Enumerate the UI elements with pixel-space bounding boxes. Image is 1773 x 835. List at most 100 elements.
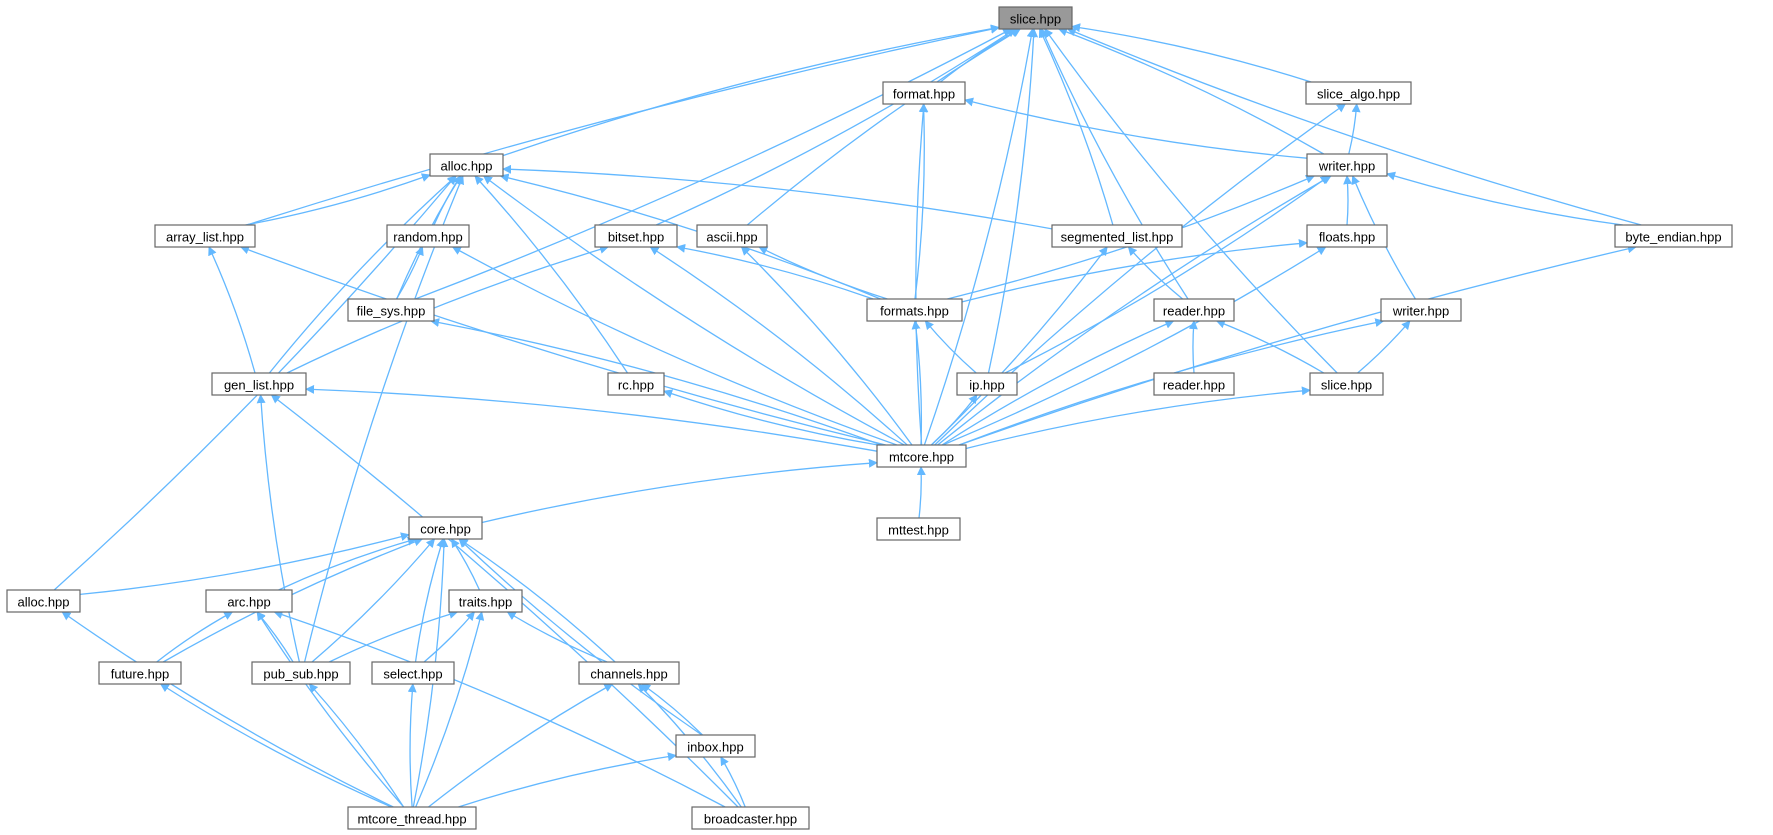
node-label-reader_mid: reader.hpp — [1163, 378, 1225, 393]
node-box-ip[interactable] — [956, 372, 1018, 396]
node-future[interactable]: future.hpp — [98, 661, 182, 685]
node-box-bitset[interactable] — [594, 224, 678, 248]
node-gen_list[interactable]: gen_list.hpp — [211, 372, 307, 396]
edge-slice_mid-to-writer_mid — [1357, 320, 1411, 374]
node-box-reader_top[interactable] — [1153, 298, 1235, 322]
node-box-segmented_list[interactable] — [1051, 224, 1183, 248]
node-ascii[interactable]: ascii.hpp — [696, 224, 768, 248]
node-box-select[interactable] — [371, 661, 455, 685]
edge-mtcore-to-random — [451, 246, 898, 446]
node-box-inbox[interactable] — [675, 734, 756, 758]
node-slice_mid[interactable]: slice.hpp — [1309, 372, 1384, 396]
edge-mtcore-to-byte_endian — [958, 244, 1637, 446]
node-box-mttest[interactable] — [876, 517, 961, 541]
node-label-slice_mid: slice.hpp — [1321, 378, 1372, 393]
node-box-writer_top[interactable] — [1306, 153, 1388, 177]
node-label-formats: formats.hpp — [880, 304, 949, 319]
node-box-floats[interactable] — [1306, 224, 1388, 248]
edge-writer_top-to-format — [964, 97, 1308, 159]
edge-alloc_top-to-slice_top — [502, 24, 1000, 157]
node-box-broadcaster[interactable] — [691, 806, 810, 830]
node-writer_mid[interactable]: writer.hpp — [1380, 298, 1462, 322]
edge-channels-to-traits — [506, 611, 608, 663]
node-box-slice_mid[interactable] — [1309, 372, 1384, 396]
edge-mtcore_thread-to-traits — [415, 611, 485, 808]
node-label-slice_algo: slice_algo.hpp — [1317, 87, 1400, 102]
node-box-gen_list[interactable] — [211, 372, 307, 396]
node-box-ascii[interactable] — [696, 224, 768, 248]
node-label-array_list: array_list.hpp — [166, 230, 244, 245]
node-box-byte_endian[interactable] — [1614, 224, 1733, 248]
edge-ip-to-slice_top — [987, 28, 1039, 374]
node-slice_algo[interactable]: slice_algo.hpp — [1305, 81, 1412, 105]
node-file_sys[interactable]: file_sys.hpp — [347, 298, 435, 322]
node-box-mtcore[interactable] — [876, 444, 967, 468]
node-label-writer_mid: writer.hpp — [1392, 304, 1449, 319]
node-label-mtcore_thread: mtcore_thread.hpp — [357, 812, 466, 827]
node-segmented_list[interactable]: segmented_list.hpp — [1051, 224, 1183, 248]
node-label-alloc_top: alloc.hpp — [440, 159, 492, 174]
node-formats[interactable]: formats.hpp — [866, 298, 963, 322]
node-box-formats[interactable] — [866, 298, 963, 322]
edge-slice_mid-to-slice_top — [1044, 28, 1338, 374]
node-label-floats: floats.hpp — [1319, 230, 1375, 245]
node-alloc_low[interactable]: alloc.hpp — [6, 589, 81, 613]
node-mttest[interactable]: mttest.hpp — [876, 517, 961, 541]
edge-mttest-to-mtcore — [916, 466, 926, 519]
node-label-traits: traits.hpp — [459, 595, 512, 610]
node-ip[interactable]: ip.hpp — [956, 372, 1018, 396]
node-box-alloc_top[interactable] — [429, 153, 504, 177]
node-box-array_list[interactable] — [154, 224, 256, 248]
node-broadcaster[interactable]: broadcaster.hpp — [691, 806, 810, 830]
node-label-segmented_list: segmented_list.hpp — [1061, 230, 1174, 245]
edge-slice_mid-to-reader_top — [1215, 319, 1325, 374]
node-reader_mid[interactable]: reader.hpp — [1153, 372, 1235, 396]
node-byte_endian[interactable]: byte_endian.hpp — [1614, 224, 1733, 248]
node-box-pub_sub[interactable] — [251, 661, 351, 685]
node-box-slice_algo[interactable] — [1305, 81, 1412, 105]
node-select[interactable]: select.hpp — [371, 661, 455, 685]
node-array_list[interactable]: array_list.hpp — [154, 224, 256, 248]
edge-bitset-to-slice_top — [655, 28, 1017, 226]
node-box-writer_mid[interactable] — [1380, 298, 1462, 322]
node-arc[interactable]: arc.hpp — [205, 589, 293, 613]
node-mtcore[interactable]: mtcore.hpp — [876, 444, 967, 468]
edge-arc-to-core — [278, 536, 417, 591]
node-box-channels[interactable] — [578, 661, 680, 685]
edge-pub_sub-to-alloc_top — [303, 175, 464, 663]
node-box-mtcore_thread[interactable] — [347, 806, 477, 830]
node-box-traits[interactable] — [448, 589, 523, 613]
node-rc[interactable]: rc.hpp — [607, 372, 665, 396]
node-random[interactable]: random.hpp — [386, 224, 470, 248]
node-box-format[interactable] — [882, 81, 966, 105]
node-inbox[interactable]: inbox.hpp — [675, 734, 756, 758]
node-bitset[interactable]: bitset.hpp — [594, 224, 678, 248]
node-writer_top[interactable]: writer.hpp — [1306, 153, 1388, 177]
node-slice_top[interactable]: slice.hpp — [998, 6, 1073, 30]
node-box-arc[interactable] — [205, 589, 293, 613]
node-box-core[interactable] — [408, 516, 483, 540]
node-box-random[interactable] — [386, 224, 470, 248]
edge-inbox-to-channels — [641, 683, 703, 736]
node-format[interactable]: format.hpp — [882, 81, 966, 105]
node-traits[interactable]: traits.hpp — [448, 589, 523, 613]
edge-floats-to-writer_top — [1343, 175, 1353, 226]
node-mtcore_thread[interactable]: mtcore_thread.hpp — [347, 806, 477, 830]
node-floats[interactable]: floats.hpp — [1306, 224, 1388, 248]
node-channels[interactable]: channels.hpp — [578, 661, 680, 685]
node-box-future[interactable] — [98, 661, 182, 685]
node-box-alloc_low[interactable] — [6, 589, 81, 613]
edge-mtcore-to-slice_top — [923, 28, 1036, 446]
node-box-file_sys[interactable] — [347, 298, 435, 322]
edge-mtcore-to-formats — [911, 320, 923, 446]
node-box-rc[interactable] — [607, 372, 665, 396]
node-box-reader_mid[interactable] — [1153, 372, 1235, 396]
edge-array_list-to-slice_top — [246, 24, 1000, 226]
edge-broadcaster-to-arc — [273, 610, 726, 808]
node-pub_sub[interactable]: pub_sub.hpp — [251, 661, 351, 685]
node-reader_top[interactable]: reader.hpp — [1153, 298, 1235, 322]
node-label-future: future.hpp — [111, 667, 170, 682]
node-box-slice_top[interactable] — [998, 6, 1073, 30]
node-alloc_top[interactable]: alloc.hpp — [429, 153, 504, 177]
node-core[interactable]: core.hpp — [408, 516, 483, 540]
